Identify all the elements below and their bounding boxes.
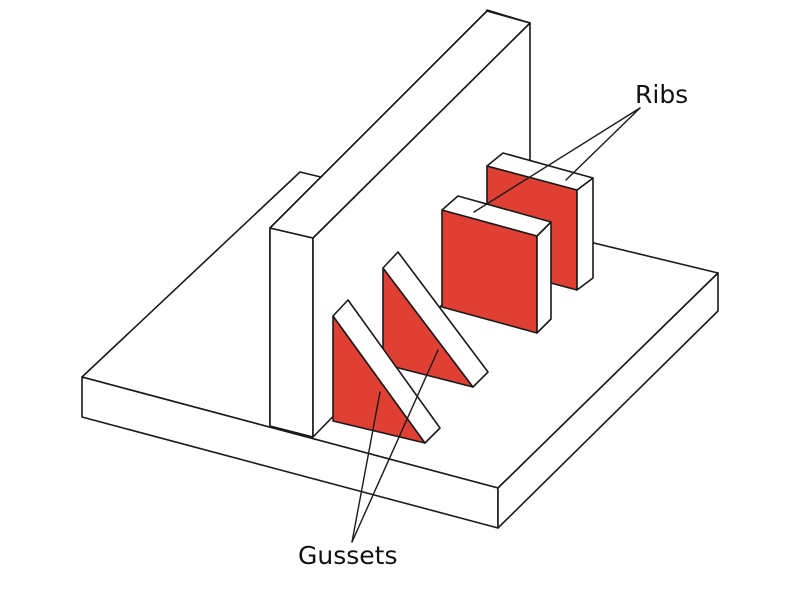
rib-rear-side — [576, 177, 594, 291]
ribs-leader-1 — [473, 107, 641, 213]
gusset-rear-edge — [382, 251, 489, 388]
gusset-rear — [382, 251, 489, 388]
rib-front-side — [536, 221, 552, 334]
rib-rear-top — [486, 152, 594, 191]
gussets-label: Gussets — [298, 541, 398, 570]
gussets-leader-2 — [351, 349, 439, 543]
gussets-leader-1 — [351, 391, 381, 543]
ribs-label: Ribs — [635, 80, 689, 109]
web-wall-top — [269, 10, 531, 239]
gusset-front-edge — [332, 299, 441, 444]
web-wall-front — [269, 227, 314, 438]
leader-lines — [351, 107, 641, 543]
rib-front-top — [441, 195, 552, 237]
base-plate-side — [497, 272, 719, 529]
gusset-front — [332, 299, 441, 444]
rib-front — [441, 195, 552, 334]
ribs-leader-2 — [565, 107, 641, 181]
